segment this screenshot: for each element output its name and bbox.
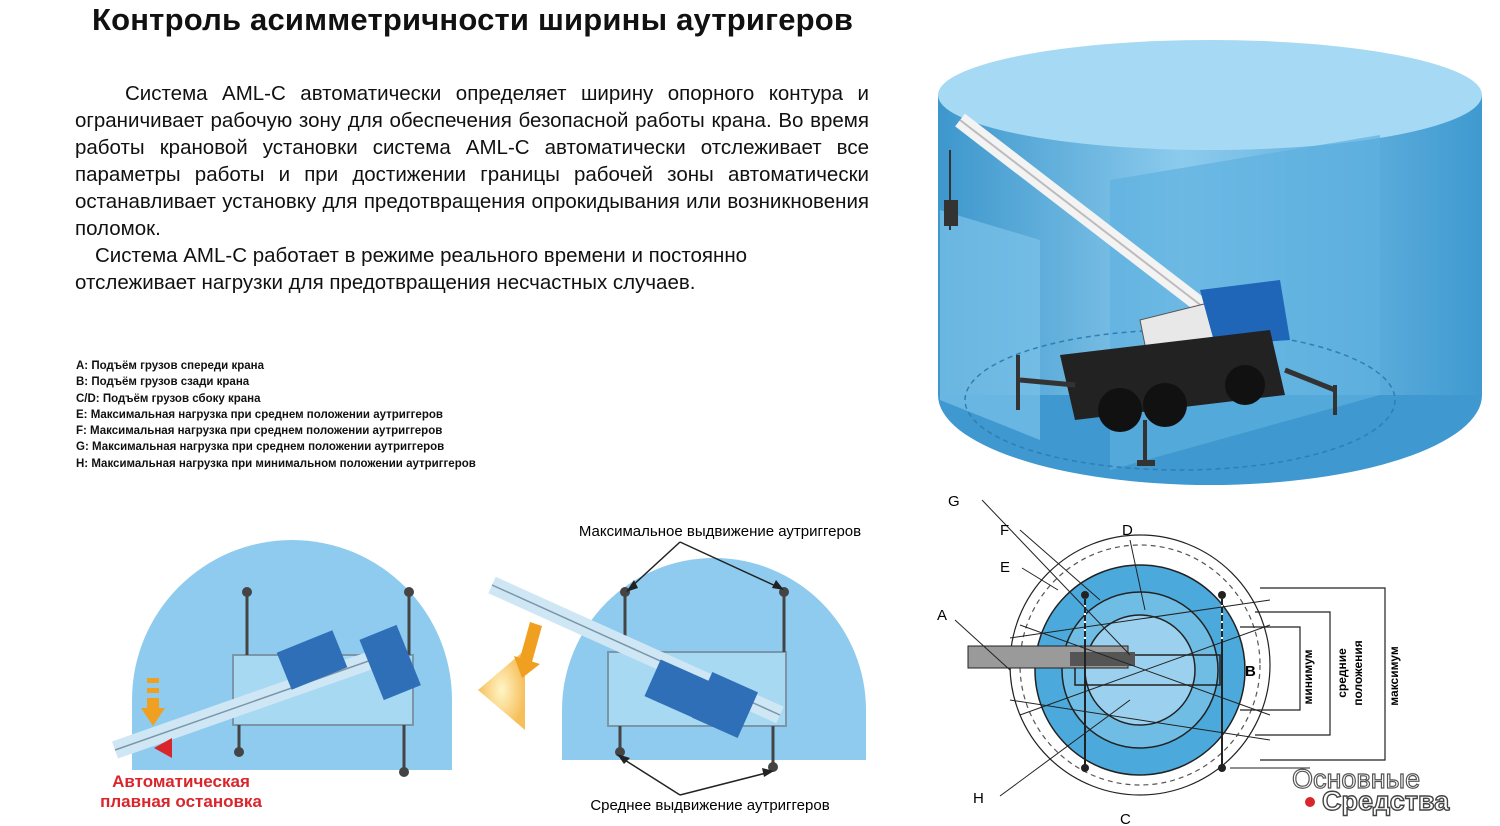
letter-b: B [1245, 663, 1256, 680]
label-mid-2: положения [1351, 640, 1365, 706]
watermark-dot [1305, 797, 1315, 807]
wheel-icon [1098, 388, 1142, 432]
dim-max [1260, 587, 1386, 761]
legend-item-b: B: Подъём грузов сзади крана [76, 376, 250, 389]
intro-paragraph-2: Система AML-C работает в режиме реальног… [75, 244, 748, 294]
crane-body-top [1074, 654, 1221, 686]
outrigger-left [1019, 377, 1076, 388]
crane-cab-1 [276, 630, 348, 690]
auto-stop-label-2: плавная остановка [100, 792, 262, 811]
dim-min [1240, 626, 1301, 711]
outrigger-right [1284, 367, 1336, 393]
letter-a: A [937, 607, 947, 624]
letter-e: E [1000, 559, 1010, 576]
letter-c: C [1120, 811, 1131, 826]
legend-item-e: E: Максимальная нагрузка при среднем пол… [76, 408, 443, 421]
dim-mid [1255, 611, 1331, 736]
hook-block [944, 200, 958, 226]
legend-item-cd: C/D: Подъём грузов сбоку крана [76, 392, 261, 405]
crane-stop-panel-2: Максимальное выдвижение аутриггеров Сред… [488, 523, 866, 814]
watermark-line-2: Средства [1322, 786, 1450, 816]
ring-e [1019, 544, 1261, 786]
label-max: максимум [1387, 646, 1401, 706]
letter-d: D [1122, 522, 1133, 539]
zone-inner [1085, 615, 1195, 725]
stop-arrow [147, 678, 159, 683]
mid-extension-label: Среднее выдвижение аутриггеров [590, 797, 829, 814]
watermark-line-1: Основные [1292, 764, 1420, 794]
crane-3d [944, 113, 1337, 466]
cutaway-panel-left [940, 210, 1040, 440]
letter-h: H [973, 790, 984, 807]
legend-item-f: F: Максимальная нагрузка при среднем пол… [76, 425, 443, 438]
letter-g: G [948, 493, 960, 510]
top-view-diagram: минимум средние положения максимум G F E… [937, 493, 1401, 826]
transition-arrow [478, 650, 525, 730]
watermark: Основные Средства [1291, 763, 1451, 816]
crane-stop-panel-1: Автоматическая плавная остановка [100, 540, 452, 811]
max-extension-label: Максимальное выдвижение аутриггеров [579, 523, 861, 540]
intro-text: Система AML-C автоматически определяет ш… [75, 80, 869, 296]
cylinder-top [938, 40, 1482, 150]
stop-triangle [154, 738, 172, 758]
legend: A: Подъём грузов спереди крана B: Подъём… [76, 358, 476, 472]
legend-item-h: H: Максимальная нагрузка при минимальном… [76, 457, 476, 470]
crane-counterweight [1200, 280, 1290, 345]
auto-stop-label-1: Автоматическая [112, 772, 250, 791]
intro-paragraph-1: Система AML-C автоматически определяет ш… [75, 82, 869, 240]
label-mid-1: средние [1335, 648, 1349, 698]
crane-3d-zone [938, 40, 1482, 485]
page-title: Контроль асимметричности ширины аутригер… [92, 2, 854, 37]
legend-item-g: G: Максимальная нагрузка при среднем пол… [76, 441, 445, 454]
label-min: минимум [1301, 649, 1315, 704]
letter-f: F [1000, 522, 1009, 539]
legend-item-a: A: Подъём грузов спереди крана [76, 360, 264, 372]
